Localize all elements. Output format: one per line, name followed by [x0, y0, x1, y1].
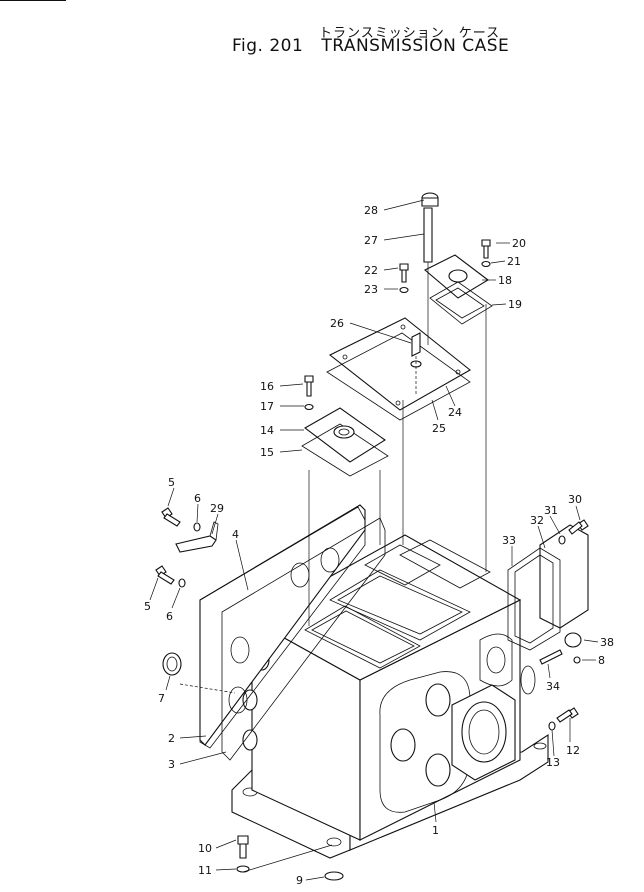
callout-3: 3	[168, 758, 175, 771]
callout-19: 19	[508, 298, 522, 311]
callout-4: 4	[232, 528, 239, 541]
callout-25: 25	[432, 422, 446, 435]
callout-9: 9	[296, 874, 303, 887]
callout-24: 24	[448, 406, 462, 419]
callout-15: 15	[260, 446, 274, 459]
callout-7: 7	[158, 692, 165, 705]
callout-20: 20	[512, 237, 526, 250]
callout-23: 23	[364, 283, 378, 296]
callout-13: 13	[546, 756, 560, 769]
callout-6-lower: 6	[166, 610, 173, 623]
figure-number: Fig. 201	[232, 36, 304, 56]
top-cover-assembly	[326, 317, 471, 421]
callout-11: 11	[198, 864, 212, 877]
japanese-title: トランスミッション ケース	[319, 26, 501, 41]
side-cover-assembly	[199, 504, 386, 761]
callout-17: 17	[260, 400, 274, 413]
callout-16: 16	[260, 380, 274, 393]
callout-6-upper: 6	[194, 492, 201, 505]
figure-caption: TRANSMISSION CASE	[321, 36, 510, 56]
figure-title: Fig. 201 TRANSMISSION CASE	[232, 36, 509, 56]
callout-27: 27	[364, 234, 378, 247]
callout-29: 29	[210, 502, 224, 515]
callout-22: 22	[364, 264, 378, 277]
right-face-bores	[379, 633, 536, 813]
callout-33: 33	[502, 534, 516, 547]
callout-8: 8	[598, 654, 605, 667]
callout-10: 10	[198, 842, 212, 855]
callout-26: 26	[330, 317, 344, 330]
callout-21: 21	[507, 255, 521, 268]
callout-34: 34	[546, 680, 560, 693]
callout-14: 14	[260, 424, 274, 437]
callout-5-lower: 5	[144, 600, 151, 613]
callout-12: 12	[566, 744, 580, 757]
small-cover-assembly	[301, 407, 389, 477]
callout-28: 28	[364, 204, 378, 217]
rear-cover-assembly	[507, 524, 589, 651]
callout-5-upper: 5	[168, 476, 175, 489]
callout-32: 32	[530, 514, 544, 527]
callouts: 28 27 20 21 22 18 23 19 26 16 24 17 25 1…	[144, 199, 614, 887]
callout-18: 18	[498, 274, 512, 287]
callout-2: 2	[168, 732, 175, 745]
corner-rule	[0, 0, 66, 1]
callout-30: 30	[568, 493, 582, 506]
assembly-lines	[179, 262, 487, 873]
hardware	[155, 192, 589, 881]
callout-1: 1	[432, 824, 439, 837]
transmission-case-body	[231, 534, 549, 859]
callout-38: 38	[600, 636, 614, 649]
callout-31: 31	[544, 504, 558, 517]
